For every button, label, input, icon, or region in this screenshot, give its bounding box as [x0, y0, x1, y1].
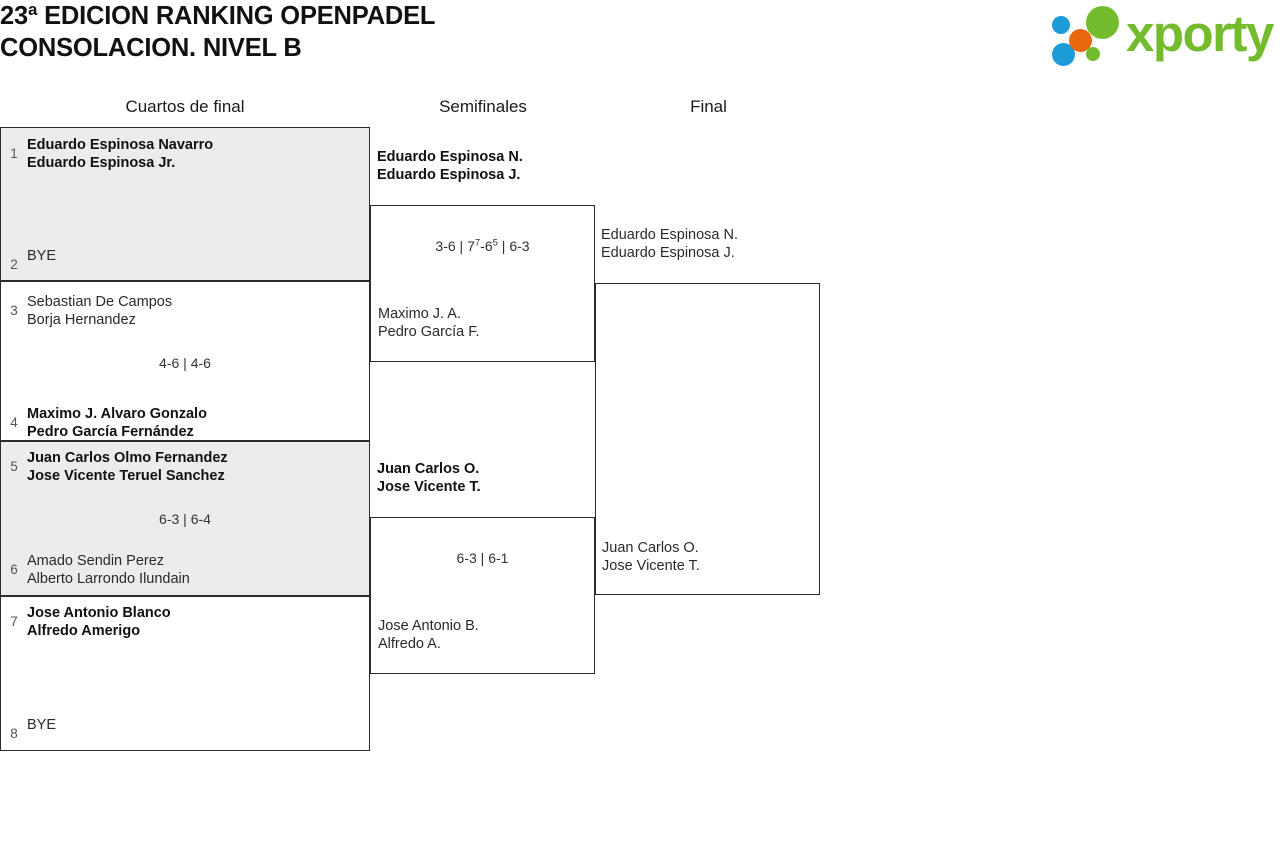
match-box-qf-3[interactable]: 5 Juan Carlos Olmo Fernandez Jose Vicent…	[0, 441, 370, 596]
match-box-qf-2[interactable]: 3 Sebastian De Campos Borja Hernandez 4-…	[0, 281, 370, 441]
logo-dot-orange-icon	[1069, 29, 1092, 52]
round-header-quarterfinals: Cuartos de final	[125, 97, 245, 116]
team-names: Maximo J. Alvaro Gonzalo Pedro García Fe…	[27, 406, 207, 440]
final-top-team: Eduardo Espinosa N. Eduardo Espinosa J.	[601, 227, 739, 261]
seed-number: 3	[10, 303, 18, 318]
match-score-tiebreak-lose: 5	[492, 237, 498, 249]
logo-dot-blue-large-icon	[1052, 43, 1075, 66]
logo-dot-green-large-icon	[1086, 6, 1119, 39]
logo-wordmark: xporty	[1126, 5, 1274, 62]
match-score-set1: 3-6 | 7	[435, 238, 475, 254]
seed-number: 5	[10, 459, 18, 474]
match-score: 6-3 | 6-1	[456, 550, 509, 566]
seed-number: 1	[10, 146, 18, 161]
match-box-final[interactable]: Juan Carlos O. Jose Vicente T.	[595, 283, 820, 595]
match-score-set2: -6	[480, 238, 493, 254]
xporty-logo[interactable]: xporty	[1048, 4, 1280, 68]
match-score: 6-3 | 6-4	[159, 511, 211, 527]
team-names: Jose Antonio Blanco Alfredo Amerigo	[27, 605, 171, 639]
logo-dots-icon	[1048, 6, 1130, 66]
logo-dot-green-small-icon	[1086, 47, 1100, 61]
round-header-semifinals: Semifinales	[439, 97, 527, 116]
match-box-qf-1[interactable]: 1 Eduardo Espinosa Navarro Eduardo Espin…	[0, 127, 370, 281]
logo-dot-blue-small-icon	[1052, 16, 1070, 34]
page-title-line-2: CONSOLACION. NIVEL B	[0, 34, 302, 62]
page-title: 23ª EDICION RANKING OPENPADEL CONSOLACIO…	[0, 0, 900, 64]
match-box-sf-2[interactable]: 6-3 | 6-1 Jose Antonio B. Alfredo A.	[370, 517, 595, 674]
page-title-line-1: 23ª EDICION RANKING OPENPADEL	[0, 2, 436, 30]
team-names: Amado Sendin Perez Alberto Larrondo Ilun…	[27, 553, 190, 587]
semifinal-2-bottom-team: Jose Antonio B. Alfredo A.	[378, 618, 479, 652]
semifinal-1-top-team: Eduardo Espinosa N. Eduardo Espinosa J.	[377, 149, 523, 183]
team-names: BYE	[27, 248, 57, 264]
team-names: Eduardo Espinosa Navarro Eduardo Espinos…	[27, 137, 214, 171]
match-score: 3-6 | 77-65 | 6-3	[371, 237, 594, 255]
round-header-final: Final	[690, 97, 727, 116]
semifinal-2-top-team: Juan Carlos O. Jose Vicente T.	[377, 461, 481, 495]
seed-number: 4	[10, 415, 18, 430]
team-names: Juan Carlos Olmo Fernandez Jose Vicente …	[27, 450, 228, 484]
match-score: 4-6 | 4-6	[159, 355, 211, 371]
seed-number: 2	[10, 257, 18, 272]
match-box-sf-1[interactable]: 3-6 | 77-65 | 6-3 Maximo J. A. Pedro Gar…	[370, 205, 595, 362]
match-box-qf-4[interactable]: 7 Jose Antonio Blanco Alfredo Amerigo 8 …	[0, 596, 370, 751]
match-score-tiebreak-win: 7	[474, 237, 481, 249]
match-score-set3: | 6-3	[497, 238, 530, 254]
team-names: BYE	[27, 717, 57, 733]
semifinal-1-bottom-team: Maximo J. A. Pedro García F.	[378, 306, 480, 340]
final-bottom-team: Juan Carlos O. Jose Vicente T.	[602, 540, 700, 574]
team-names: Sebastian De Campos Borja Hernandez	[27, 294, 173, 328]
seed-number: 6	[10, 562, 18, 577]
seed-number: 7	[10, 614, 18, 629]
seed-number: 8	[10, 726, 18, 741]
